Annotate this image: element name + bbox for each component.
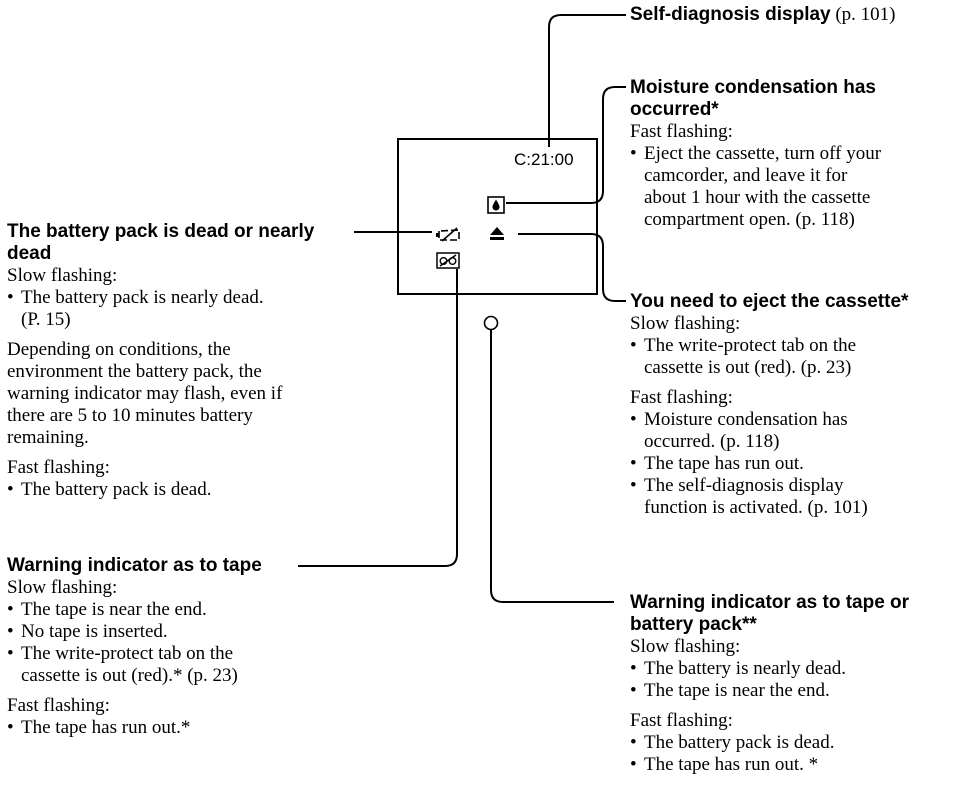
battery-warning-icon [436, 227, 460, 242]
list-item: The battery is nearly dead. [630, 658, 909, 680]
list-item: The battery pack is dead. [7, 479, 362, 501]
fast-flashing-label: Fast flashing: [630, 387, 733, 408]
tape-line [298, 269, 458, 567]
moisture-title: occurred* [630, 99, 719, 120]
moisture-title: Moisture condensation has [630, 77, 876, 98]
tape-title: Warning indicator as to tape [7, 555, 262, 576]
slow-flashing-label: Slow flashing: [7, 577, 118, 598]
lamp-circle [483, 315, 499, 331]
tape-callout: Warning indicator as to tape Slow flashi… [7, 555, 262, 739]
slow-flashing-label: Slow flashing: [7, 265, 118, 286]
eject-line [518, 233, 626, 302]
self-diag-title: Self-diagnosis display [630, 4, 831, 25]
list-item: Eject the cassette, turn off yourcamcord… [630, 143, 881, 231]
time-code: C:21:00 [514, 150, 574, 169]
cassette-warning-icon [436, 252, 460, 269]
viewfinder-screen: C:21:00 [397, 138, 598, 295]
battery-title: The battery pack is dead or nearly [7, 221, 315, 242]
moisture-line [506, 86, 626, 204]
list-item: The battery pack is nearly dead.(P. 15) [7, 287, 362, 331]
fast-flashing-label: Fast flashing: [630, 121, 733, 142]
self-diag-callout: Self-diagnosis display (p. 101) [630, 4, 896, 26]
self-diag-line [548, 14, 626, 147]
list-item: The battery pack is dead. [630, 732, 909, 754]
list-item: The tape is near the end. [630, 680, 909, 702]
list-item: The tape has run out. [630, 453, 908, 475]
eject-icon [490, 227, 504, 240]
self-diag-ref: (p. 101) [830, 4, 896, 25]
slow-flashing-label: Slow flashing: [630, 636, 741, 657]
fast-flashing-label: Fast flashing: [630, 710, 733, 731]
eject-callout: You need to eject the cassette* Slow fla… [630, 291, 908, 519]
battery-title: dead [7, 243, 52, 264]
battery-callout: The battery pack is dead or nearly dead … [7, 221, 362, 501]
moisture-drop-icon [487, 196, 505, 214]
slow-flashing-label: Slow flashing: [630, 313, 741, 334]
fast-flashing-label: Fast flashing: [7, 457, 110, 478]
moisture-callout: Moisture condensation has occurred* Fast… [630, 77, 881, 231]
fast-flashing-label: Fast flashing: [7, 695, 110, 716]
list-item: The tape has run out.* [7, 717, 262, 739]
list-item: The tape is near the end. [7, 599, 262, 621]
list-item: No tape is inserted. [7, 621, 262, 643]
lamp-line [490, 330, 614, 603]
list-item: The tape has run out. * [630, 754, 909, 776]
eject-title: You need to eject the cassette* [630, 291, 909, 312]
lamp-title: battery pack** [630, 614, 757, 635]
lamp-callout: Warning indicator as to tape or battery … [630, 592, 909, 776]
lamp-title: Warning indicator as to tape or [630, 592, 910, 613]
